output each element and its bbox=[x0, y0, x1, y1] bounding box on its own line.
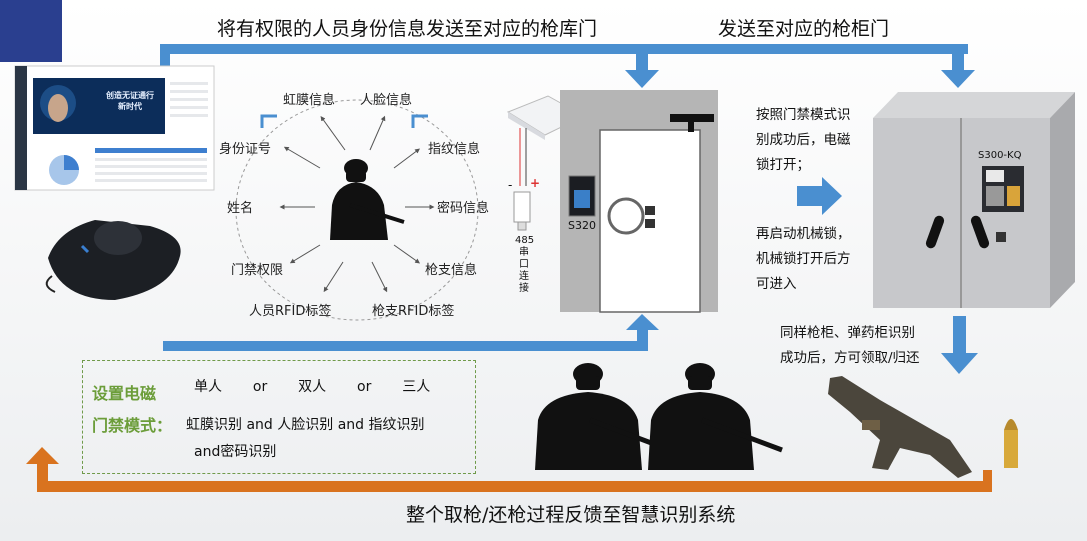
lock-note-line: 机械锁打开后方 bbox=[756, 251, 851, 267]
label-id: 身份证号 bbox=[219, 142, 272, 157]
lock-note: 再启动机械锁， 机械锁打开后方 可进入 bbox=[756, 222, 851, 297]
door-to-cabinet-arrow bbox=[797, 177, 842, 215]
connection-line: 连 bbox=[519, 271, 529, 282]
connection-line: 口 bbox=[519, 259, 529, 270]
label-gun: 枪支信息 bbox=[425, 263, 478, 278]
mode-recognition-line1: 虹膜识别 and 人脸识别 and 指纹识别 bbox=[186, 417, 425, 433]
label-password: 密码信息 bbox=[437, 201, 490, 216]
label-name: 姓名 bbox=[227, 201, 254, 216]
label-face: 人脸信息 bbox=[360, 93, 413, 108]
cabinet-note-line: 成功后，方可领取/归还 bbox=[780, 350, 920, 366]
soldier-silhouette bbox=[330, 159, 405, 240]
connection-line: 串 bbox=[519, 247, 529, 258]
door-mode-box bbox=[82, 360, 476, 474]
mode-recognition-line2: and密码识别 bbox=[194, 444, 277, 460]
label-fingerprint: 指纹信息 bbox=[428, 142, 481, 157]
connection-line: 485 bbox=[515, 235, 535, 246]
bullet-image bbox=[1004, 419, 1018, 468]
iris-reader-device bbox=[45, 220, 181, 300]
connection-line: 接 bbox=[519, 283, 529, 294]
mode-double: 双人 bbox=[298, 379, 327, 395]
lock-note-line: 可进入 bbox=[756, 276, 797, 292]
management-screen bbox=[14, 65, 215, 191]
polarity-pos: + bbox=[530, 176, 541, 190]
lock-note-line: 再启动机械锁， bbox=[756, 226, 851, 242]
door-note-line: 按照门禁模式识 bbox=[756, 107, 851, 123]
gun-cabinet bbox=[873, 92, 1075, 308]
mode-heading: 设置电磁 门禁模式： bbox=[92, 378, 172, 442]
cabinet-note-line: 同样枪柜、弹药柜识别 bbox=[780, 325, 915, 341]
label-iris: 虹膜信息 bbox=[283, 93, 336, 108]
label-person-rfid: 人员RFID标签 bbox=[249, 304, 332, 319]
top-left-title: 将有权限的人员身份信息发送至对应的枪库门 bbox=[217, 18, 598, 40]
door-note-line: 锁打开； bbox=[756, 157, 810, 173]
mode-triple: 三人 bbox=[402, 379, 431, 395]
mode-options: 单人 or 双人 or 三人 bbox=[194, 376, 430, 396]
reader-model-label: S320 bbox=[568, 219, 596, 232]
cabinet-down-arrow bbox=[941, 316, 978, 374]
label-gun-rfid: 枪支RFID标签 bbox=[372, 304, 455, 319]
top-right-title: 发送至对应的枪柜门 bbox=[718, 18, 890, 40]
door-note: 按照门禁模式识 别成功后，电磁 锁打开； bbox=[756, 103, 851, 178]
top-flow-arrow bbox=[160, 44, 975, 88]
polarity-neg: - bbox=[508, 178, 513, 192]
armory-door bbox=[560, 90, 718, 313]
mode-single: 单人 bbox=[194, 379, 222, 395]
screen-banner-line2: 新时代 bbox=[118, 102, 142, 111]
feedback-arrow bbox=[26, 447, 992, 492]
bottom-title: 整个取枪/还枪过程反馈至智慧识别系统 bbox=[406, 504, 736, 526]
screen-banner-line1: 创造无证通行 bbox=[106, 91, 154, 100]
label-access: 门禁权限 bbox=[231, 263, 284, 278]
mode-or: or bbox=[357, 379, 372, 395]
door-flow-arrow bbox=[163, 314, 659, 351]
corner-accent-block bbox=[0, 0, 62, 62]
mode-heading-line: 设置电磁 bbox=[92, 384, 157, 403]
connection-label: 485 串 口 连 接 bbox=[515, 235, 535, 295]
door-note-line: 别成功后，电磁 bbox=[756, 132, 851, 148]
mode-or: or bbox=[252, 379, 268, 395]
two-soldiers-silhouette bbox=[535, 363, 783, 470]
cabinet-model-label: S300-KQ bbox=[978, 150, 1022, 161]
rifle-image bbox=[828, 376, 972, 478]
cabinet-note: 同样枪柜、弹药柜识别 成功后，方可领取/归还 bbox=[780, 321, 920, 371]
identity-radial bbox=[235, 99, 479, 321]
mode-heading-line: 门禁模式： bbox=[92, 416, 173, 435]
screen-banner: 创造无证通行 新时代 bbox=[100, 90, 160, 112]
